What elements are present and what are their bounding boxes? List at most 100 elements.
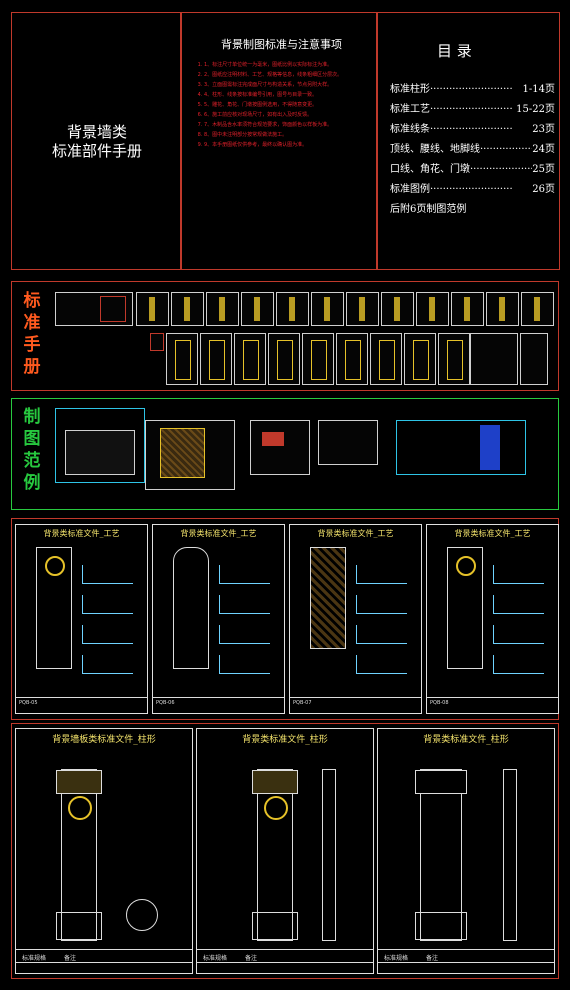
ornament-icon bbox=[45, 556, 65, 576]
profile-detail-drawing bbox=[493, 565, 544, 584]
sheet-footer: 标准规格备注 bbox=[16, 949, 192, 963]
manual-page-thumbnail bbox=[171, 292, 204, 326]
examples-strip bbox=[11, 398, 559, 510]
manual-page-thumbnail bbox=[336, 333, 368, 385]
column-row bbox=[11, 723, 559, 979]
manual-page-thumbnail bbox=[381, 292, 414, 326]
manual-page-thumbnail bbox=[404, 333, 436, 385]
sheet-footer: PQB-07 bbox=[290, 697, 421, 713]
door-panel-drawing bbox=[310, 547, 346, 649]
note-item: 4、柱形、线条按标准编号引用，图号与目录一致。 bbox=[204, 92, 388, 99]
column-sketch-icon bbox=[184, 297, 190, 321]
column-elevation-drawing bbox=[252, 769, 298, 941]
manual-page-thumbnail bbox=[521, 292, 554, 326]
examples-label: 制图范例 bbox=[23, 407, 41, 493]
footer-note-label: 备注 bbox=[245, 955, 258, 962]
sheet-title: 背景类标准文件_柱形 bbox=[423, 735, 509, 745]
column-capital-icon bbox=[252, 770, 298, 794]
profile-detail-drawing bbox=[356, 655, 407, 674]
sheet-footer: PQB-06 bbox=[153, 697, 284, 713]
sheet-title: 背景类标准文件_工艺 bbox=[317, 529, 394, 538]
profile-detail-drawing bbox=[219, 595, 270, 614]
column-capital-icon bbox=[56, 770, 102, 794]
sheet-title: 背景类标准文件_工艺 bbox=[180, 529, 257, 538]
column-sketch-icon bbox=[394, 297, 400, 321]
footer-note-label: 备注 bbox=[426, 955, 439, 962]
cover-toc-panel bbox=[377, 12, 560, 270]
column-sheet: 背景类标准文件_柱形标准规格备注 bbox=[196, 728, 374, 974]
toc-item: 标准线条··························23页 bbox=[390, 124, 555, 135]
manual-page-thumbnail bbox=[486, 292, 519, 326]
profile-detail-drawing bbox=[219, 565, 270, 584]
panel-sketch-icon bbox=[175, 340, 191, 380]
column-sketch-icon bbox=[359, 297, 365, 321]
toc-item: 标准柱形··························1-14页 bbox=[390, 84, 555, 95]
profile-detail-drawing bbox=[493, 655, 544, 674]
manual-page-thumbnail bbox=[268, 333, 300, 385]
manual-page-thumbnail bbox=[150, 333, 164, 351]
example-drawing bbox=[160, 428, 205, 478]
notes-title: 背景制图标准与注意事项 bbox=[221, 38, 342, 51]
cover-title-line2: 标准部件手册 bbox=[52, 142, 143, 160]
profile-detail-drawing bbox=[82, 595, 133, 614]
manual-page-thumbnail bbox=[206, 292, 239, 326]
panel-sketch-icon bbox=[209, 340, 225, 380]
cover-left-panel bbox=[11, 12, 181, 270]
profile-detail-drawing bbox=[219, 625, 270, 644]
column-sketch-icon bbox=[464, 297, 470, 321]
column-sketch-icon bbox=[149, 297, 155, 321]
panel-sketch-icon bbox=[379, 340, 395, 380]
column-sketch-icon bbox=[219, 297, 225, 321]
example-drawing bbox=[262, 432, 284, 446]
column-sheet: 背景墙板类标准文件_柱形标准规格备注 bbox=[15, 728, 193, 974]
door-panel-drawing bbox=[173, 547, 209, 669]
footer-note-label: 备注 bbox=[64, 955, 77, 962]
acanthus-ornament-icon bbox=[68, 796, 92, 820]
column-side-profile-drawing bbox=[503, 769, 517, 941]
profile-detail-drawing bbox=[493, 595, 544, 614]
panel-sketch-icon bbox=[243, 340, 259, 380]
note-item: 1、标注尺寸单位统一为毫米，图纸比例以实际标注为准。 bbox=[204, 62, 388, 69]
profile-detail-drawing bbox=[82, 565, 133, 584]
toc-item: 口线、角花、门墩··························25页 bbox=[390, 164, 555, 175]
door-panel-drawing bbox=[447, 547, 483, 669]
manual-page-thumbnail bbox=[470, 333, 518, 385]
manual-page-thumbnail bbox=[370, 333, 402, 385]
profile-detail-drawing bbox=[356, 625, 407, 644]
column-sketch-icon bbox=[289, 297, 295, 321]
cover-title-line1: 背景墙类 bbox=[67, 123, 128, 141]
example-drawing bbox=[318, 420, 378, 465]
sheet-title: 背景类标准文件_工艺 bbox=[43, 529, 120, 538]
profile-detail-drawing bbox=[82, 625, 133, 644]
column-elevation-drawing bbox=[56, 769, 102, 941]
manual-label: 标准手册 bbox=[23, 291, 41, 377]
example-drawing bbox=[480, 425, 500, 470]
manual-page-thumbnail bbox=[438, 333, 470, 385]
door-panel-drawing bbox=[36, 547, 72, 669]
column-sketch-icon bbox=[254, 297, 260, 321]
toc-item: 标准工艺··························15-22页 bbox=[390, 104, 555, 115]
note-item: 5、雕花、角花、门墩按图例选用，不得随意变更。 bbox=[204, 102, 388, 109]
column-base-icon bbox=[415, 912, 467, 940]
manual-page-thumbnail bbox=[234, 333, 266, 385]
toc-item: 顶线、腰线、地脚线··························24页 bbox=[390, 144, 555, 155]
manual-page-thumbnail bbox=[416, 292, 449, 326]
column-sketch-icon bbox=[324, 297, 330, 321]
notes-list: 1、标注尺寸单位统一为毫米，图纸比例以实际标注为准。 2、图纸应注明材料、工艺、… bbox=[188, 62, 388, 152]
column-sketch-icon bbox=[429, 297, 435, 321]
example-drawing bbox=[55, 408, 145, 483]
note-item: 7、木制品含水率须符合规范要求，饰面颜色以样板为准。 bbox=[204, 122, 388, 129]
column-base-icon bbox=[56, 912, 102, 940]
column-sketch-icon bbox=[534, 297, 540, 321]
note-item: 6、施工前应核对现场尺寸，如有出入及时反馈。 bbox=[204, 112, 388, 119]
craft-sheet: 背景类标准文件_工艺 PQB-07 bbox=[289, 524, 422, 714]
note-item: 3、立面图需标注完成面尺寸与构造关系，节点另附大样。 bbox=[204, 82, 388, 89]
column-capital-icon bbox=[415, 770, 467, 794]
manual-page-thumbnail bbox=[346, 292, 379, 326]
column-sketch-icon bbox=[499, 297, 505, 321]
column-base-icon bbox=[252, 912, 298, 940]
sheet-title: 背景类标准文件_工艺 bbox=[454, 529, 531, 538]
note-item: 2、图纸应注明材料、工艺、规格等信息，线条粗细区分层次。 bbox=[204, 72, 388, 79]
note-item: 8、图中未注明部分按常规做法施工。 bbox=[204, 132, 388, 139]
panel-sketch-icon bbox=[277, 340, 293, 380]
